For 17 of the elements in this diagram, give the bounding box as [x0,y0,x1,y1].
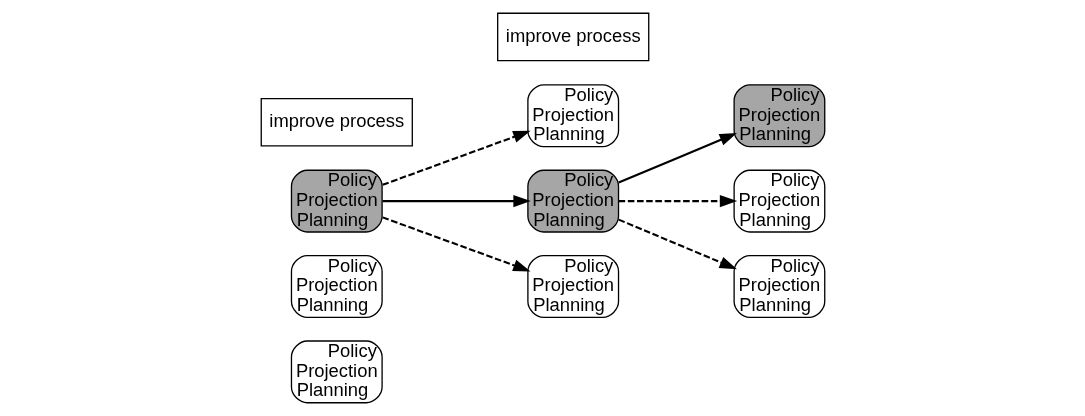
node-box: Policy Projection Planning [290,169,383,233]
arrow [618,195,737,208]
node-box: Policy Projection Planning [526,254,619,318]
arrow [617,133,737,184]
node-box: Policy Projection Planning [732,169,825,233]
arrow [381,130,531,186]
node-box: Policy Projection Planning [526,84,619,148]
node-box: Policy Projection Planning [290,254,383,318]
node-box: Policy Projection Planning [732,84,825,148]
node-box: Policy Projection Planning [290,340,383,404]
node-box: Policy Projection Planning [732,254,825,318]
arrow [617,218,737,270]
node-box: Policy Projection Planning [526,169,619,233]
node-box: improve process [496,12,649,62]
arrow [382,195,531,208]
node-box: improve process [260,98,413,147]
arrow [381,216,531,272]
